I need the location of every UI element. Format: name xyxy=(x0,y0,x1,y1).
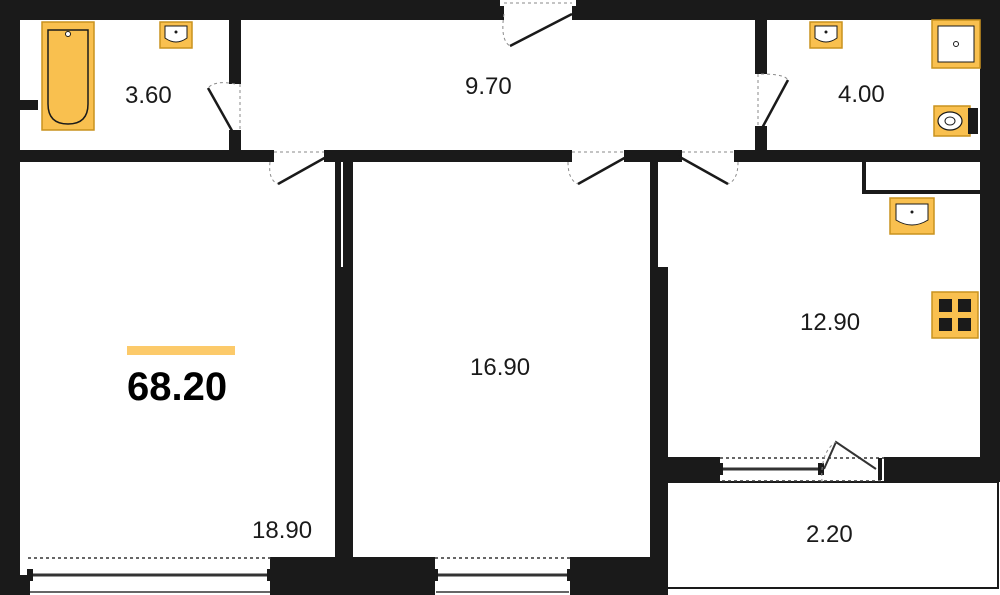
wall-bedroom-kitchen-upper xyxy=(650,162,658,267)
door-kitchen xyxy=(674,150,742,186)
door-entrance xyxy=(496,2,580,48)
outer-wall-right-lower xyxy=(980,162,1000,482)
bath-notch xyxy=(20,100,38,110)
wall-hall-wc-upper xyxy=(755,20,767,72)
wall-kitchen-balcony-right xyxy=(884,457,1000,482)
bathroom-sink-icon xyxy=(159,21,193,49)
outer-wall-top-right xyxy=(576,0,1000,20)
door-bedroom xyxy=(564,150,632,186)
bottom-wall-right xyxy=(570,557,668,595)
room-area-living-room: 18.90 xyxy=(252,517,312,544)
wall-bath-hall-upper xyxy=(229,20,241,82)
room-area-bedroom: 16.90 xyxy=(470,354,530,381)
outer-wall-right-upper xyxy=(980,0,1000,162)
room-area-hallway: 9.70 xyxy=(465,73,512,100)
outer-wall-top-left xyxy=(0,0,500,20)
door-bathroom xyxy=(206,76,241,138)
fixtures xyxy=(41,19,981,339)
outer-wall-left xyxy=(0,0,20,595)
mid-wall-2 xyxy=(328,150,568,162)
windows xyxy=(27,440,884,593)
wall-kitchen-balcony-left xyxy=(668,457,720,482)
wall-living-bedroom xyxy=(335,267,353,560)
balcony-outline xyxy=(666,481,999,589)
window-bedroom xyxy=(432,557,573,593)
window-living xyxy=(27,557,273,593)
kitchen-sink-icon xyxy=(889,197,935,235)
door-living xyxy=(266,150,332,186)
window-kitchen-balcony xyxy=(717,440,884,483)
total-area-accent-bar xyxy=(127,346,235,355)
wall-living-bedroom-top xyxy=(343,162,353,267)
total-area: 68.20 xyxy=(127,365,227,409)
shower-tray-icon xyxy=(931,19,981,69)
wall-living-bedroom-thin xyxy=(335,162,341,267)
room-area-bathroom: 3.60 xyxy=(125,82,172,109)
mid-wall-3 xyxy=(628,150,678,162)
stove-icon xyxy=(931,291,979,339)
bottom-wall-left xyxy=(0,575,30,595)
room-area-balcony: 2.20 xyxy=(806,521,853,548)
bathtub-icon xyxy=(41,21,95,131)
mid-wall-4 xyxy=(738,150,980,162)
wall-bedroom-kitchen xyxy=(650,267,668,595)
toilet-icon xyxy=(933,105,978,137)
doors xyxy=(206,2,790,186)
door-toilet xyxy=(755,66,790,134)
bottom-wall-mid xyxy=(270,557,435,595)
room-area-toilet: 4.00 xyxy=(838,81,885,108)
room-area-kitchen: 12.90 xyxy=(800,309,860,336)
kitchen-niche-bottom xyxy=(862,190,980,194)
kitchen-niche-left xyxy=(862,162,866,194)
mid-wall-1 xyxy=(20,150,270,162)
toilet-sink-icon xyxy=(809,21,843,49)
